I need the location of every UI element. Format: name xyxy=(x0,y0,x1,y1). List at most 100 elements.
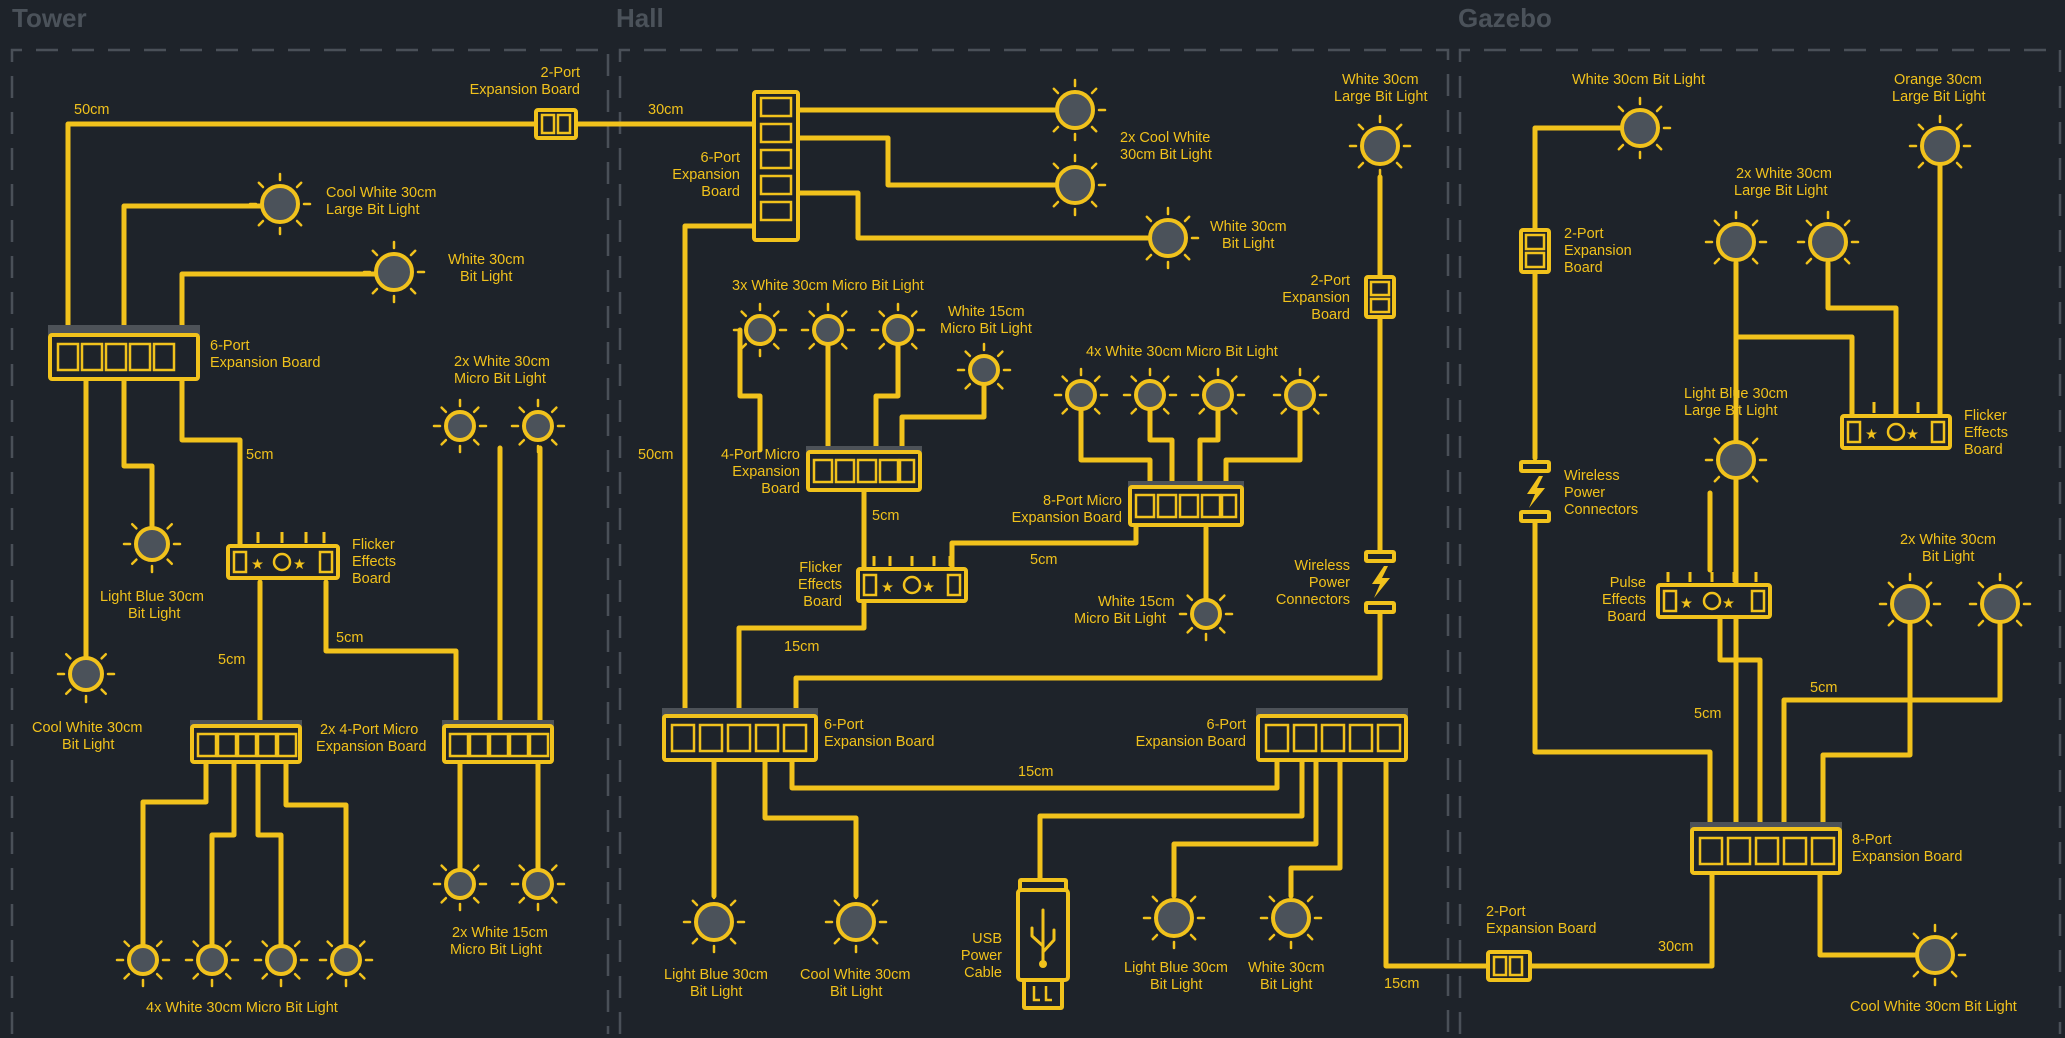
expansion-boards: ★★ xyxy=(48,90,1952,1010)
label: White 30cm Bit Light xyxy=(1572,72,1705,88)
bit-light-icon xyxy=(732,302,788,358)
svg-text:★: ★ xyxy=(1906,427,1919,443)
bit-light-icon xyxy=(248,172,312,236)
bit-light-icon xyxy=(1190,367,1246,423)
bit-light-icon xyxy=(1968,572,2032,636)
label: 5cm xyxy=(1694,706,1721,722)
expansion-board-icon xyxy=(662,708,818,762)
label: Orange 30cm xyxy=(1894,72,1982,88)
expansion-board-icon xyxy=(442,720,554,764)
label: 6-Port xyxy=(701,150,741,166)
label: 5cm xyxy=(218,652,245,668)
expansion-board-icon xyxy=(1364,275,1396,319)
bit-light-icon xyxy=(1704,428,1768,492)
label: Board xyxy=(1564,260,1603,276)
bit-light-icon xyxy=(1043,153,1107,217)
label: White 30cm xyxy=(448,252,525,268)
label: Bit Light xyxy=(460,269,512,285)
svg-text:★: ★ xyxy=(922,580,935,596)
bit-light-icon xyxy=(870,302,926,358)
label: Power xyxy=(1309,575,1350,591)
label: Expansion xyxy=(1564,243,1632,259)
bit-light-icon xyxy=(122,514,182,574)
label: Expansion xyxy=(672,167,740,183)
svg-text:★: ★ xyxy=(251,557,264,573)
expansion-board-icon xyxy=(48,325,200,381)
label: Light Blue 30cm xyxy=(1124,960,1228,976)
bit-light-icon xyxy=(362,240,426,304)
label: Wireless xyxy=(1294,558,1350,574)
label: 30cm xyxy=(648,102,683,118)
label: 50cm xyxy=(74,102,109,118)
expansion-board-icon xyxy=(1128,481,1244,527)
label: Board xyxy=(1964,442,2003,458)
expansion-board-icon xyxy=(190,720,302,764)
zone-title-hall: Hall xyxy=(616,3,664,33)
label: Board xyxy=(1607,609,1646,625)
label: White 30cm xyxy=(1210,219,1287,235)
zone-frames xyxy=(10,48,2062,1034)
bit-light-icon xyxy=(1122,367,1178,423)
bit-light-icon xyxy=(115,932,171,988)
bit-light-icon xyxy=(1878,572,1942,636)
bit-light-icon xyxy=(510,398,566,454)
bit-light-icon xyxy=(56,644,116,704)
label: Bit Light xyxy=(1260,977,1312,993)
label: 15cm xyxy=(1384,976,1419,992)
bit-light-icon xyxy=(956,342,1012,398)
pulse-effects-board-icon: ★★ xyxy=(1656,572,1772,619)
label: Large Bit Light xyxy=(1734,183,1828,199)
wireless-power-connector-icon xyxy=(1364,550,1396,614)
expansion-board-icon xyxy=(1486,950,1532,982)
label: 15cm xyxy=(784,639,819,655)
label: 5cm xyxy=(1810,680,1837,696)
label: Expansion xyxy=(732,464,800,480)
label: Pulse xyxy=(1610,575,1646,591)
label: 3x White 30cm Micro Bit Light xyxy=(732,278,924,294)
wires xyxy=(65,107,2003,969)
label: Connectors xyxy=(1564,502,1638,518)
bit-light-icon xyxy=(824,890,888,954)
bit-light-icon xyxy=(184,932,240,988)
label: Effects xyxy=(1964,425,2008,441)
label: Bit Light xyxy=(690,984,742,1000)
label: 5cm xyxy=(1030,552,1057,568)
label: 5cm xyxy=(246,447,273,463)
expansion-board-icon xyxy=(752,90,800,242)
label: 2x Cool White xyxy=(1120,130,1210,146)
bit-light-icon xyxy=(1903,923,1967,987)
bit-light-icon xyxy=(432,856,488,912)
label: 6-Port xyxy=(824,717,864,733)
label: 6-Port xyxy=(1207,717,1247,733)
bit-light-icon xyxy=(1178,586,1234,642)
label: Expansion Board xyxy=(316,739,426,755)
labels: 2-Port Expansion Board 50cm Cool White 3… xyxy=(32,65,2017,1016)
bit-light-icon xyxy=(510,856,566,912)
expansion-board-icon xyxy=(1690,822,1842,875)
bit-light-icon xyxy=(1348,114,1412,178)
label: Flicker xyxy=(799,560,842,576)
label: Large Bit Light xyxy=(1892,89,1986,105)
label: 5cm xyxy=(872,508,899,524)
label: Cool White 30cm xyxy=(32,720,142,736)
label: Bit Light xyxy=(62,737,114,753)
bit-light-icon xyxy=(318,932,374,988)
label: Effects xyxy=(798,577,842,593)
bit-light-icon xyxy=(800,302,856,358)
tower-frame xyxy=(10,48,610,1034)
label: Large Bit Light xyxy=(326,202,420,218)
bit-light-icon xyxy=(1272,367,1328,423)
label: Flicker xyxy=(352,537,395,553)
label: 4-Port Micro xyxy=(721,447,800,463)
bit-light-icon xyxy=(1908,114,1972,178)
label: Light Blue 30cm xyxy=(100,589,204,605)
bit-light-icon xyxy=(1608,96,1672,160)
bit-lights xyxy=(56,78,2032,988)
label: Bit Light xyxy=(1922,549,1974,565)
label: Flicker xyxy=(1964,408,2007,424)
bit-light-icon xyxy=(253,932,309,988)
svg-text:★: ★ xyxy=(1865,427,1878,443)
svg-text:★: ★ xyxy=(1680,596,1693,612)
expansion-board-icon xyxy=(1519,228,1551,274)
